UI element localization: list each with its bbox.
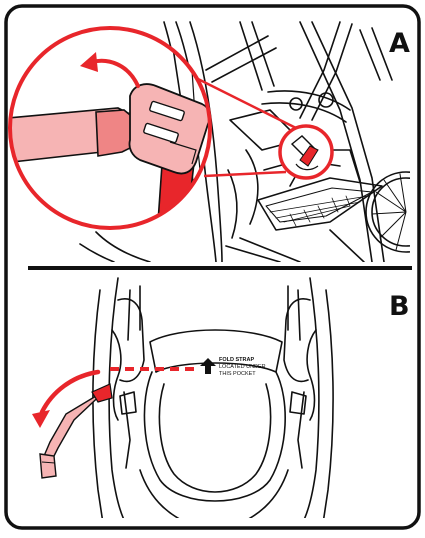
hinge-highlight [280,126,332,178]
pocket-label-line2: LOCATED UNDER [219,364,266,370]
step-label-b: B [389,291,410,322]
pocket-label-line1: FOLD STRAP [219,357,254,363]
pocket-label-line3: THIS POCKET [219,371,256,377]
step-label-a: A [389,28,410,59]
